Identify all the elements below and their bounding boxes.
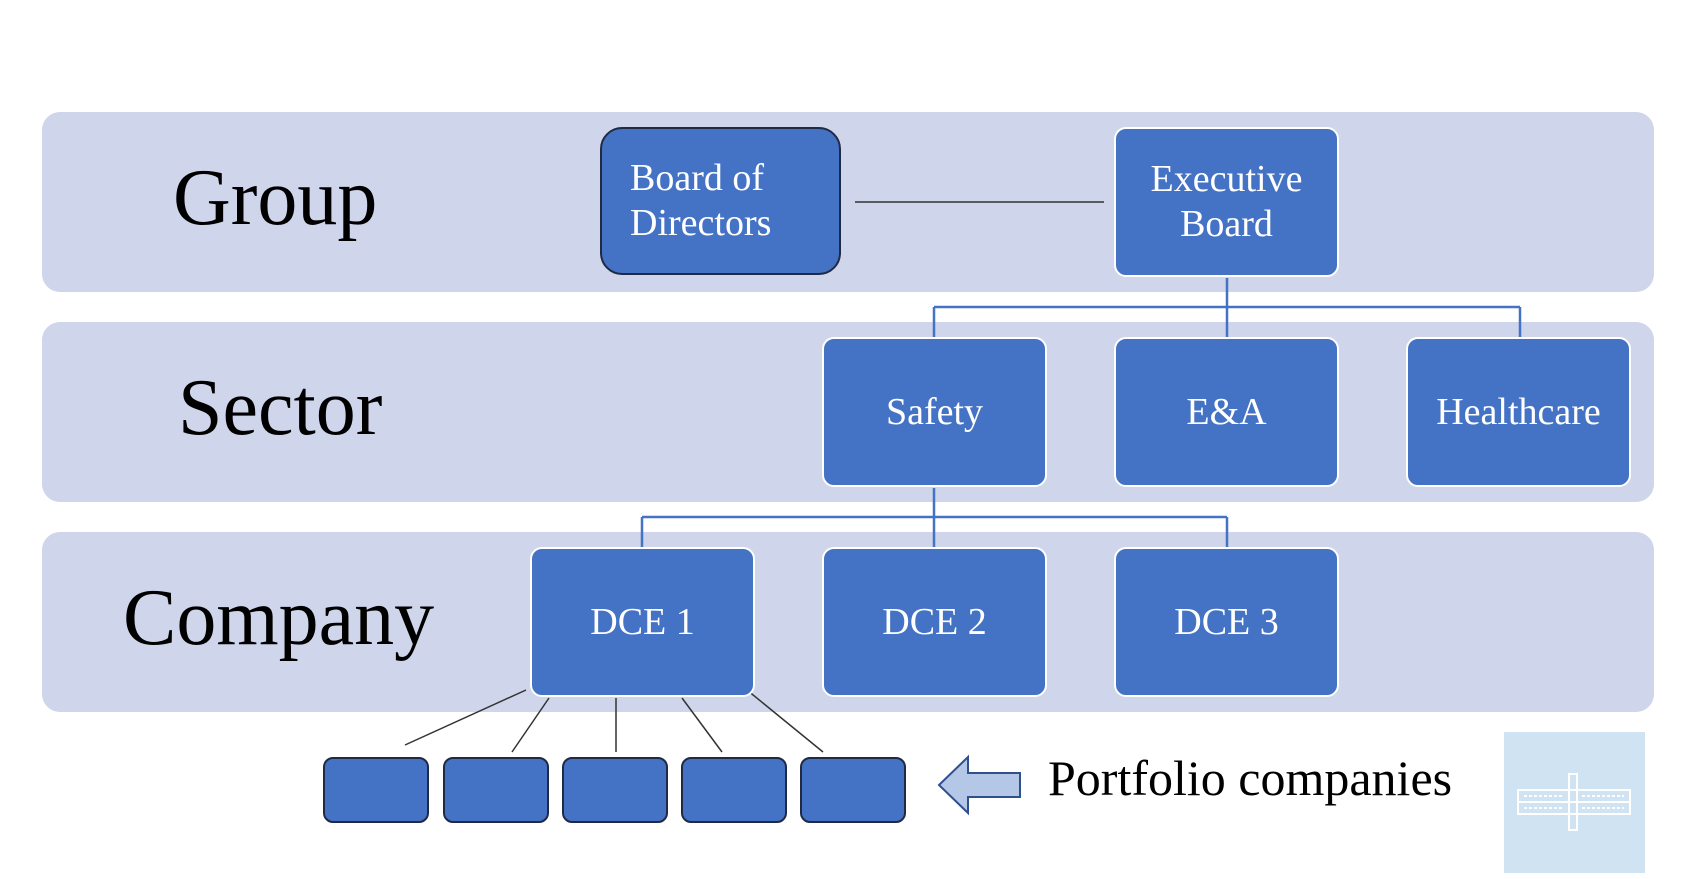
sector-node-healthcare: Healthcare bbox=[1406, 337, 1631, 487]
company-node-dce3: DCE 3 bbox=[1114, 547, 1339, 697]
board-of-directors-node: Board of Directors bbox=[600, 127, 841, 275]
company-node-dce1: DCE 1 bbox=[530, 547, 755, 697]
group-band bbox=[42, 112, 1654, 292]
portfolio-connectors bbox=[404, 689, 824, 753]
executive-sector-connectors bbox=[932, 278, 1522, 338]
left-arrow-icon bbox=[937, 754, 1021, 816]
tier-label-company: Company bbox=[123, 574, 435, 662]
tier-label-sector: Sector bbox=[178, 364, 383, 452]
company-node-dce2: DCE 2 bbox=[822, 547, 1047, 697]
executive-board-node: Executive Board bbox=[1114, 127, 1339, 277]
portfolio-company-box bbox=[681, 757, 787, 823]
portfolio-company-box bbox=[800, 757, 906, 823]
portfolio-companies-label: Portfolio companies bbox=[1048, 750, 1453, 806]
safety-company-connectors bbox=[640, 488, 1229, 548]
sector-node-ea: E&A bbox=[1114, 337, 1339, 487]
portfolio-company-box bbox=[323, 757, 429, 823]
tier-label-group: Group bbox=[173, 154, 378, 242]
portfolio-company-box bbox=[562, 757, 668, 823]
pier-logo-icon bbox=[1504, 732, 1645, 873]
sector-node-safety: Safety bbox=[822, 337, 1047, 487]
portfolio-company-box bbox=[443, 757, 549, 823]
